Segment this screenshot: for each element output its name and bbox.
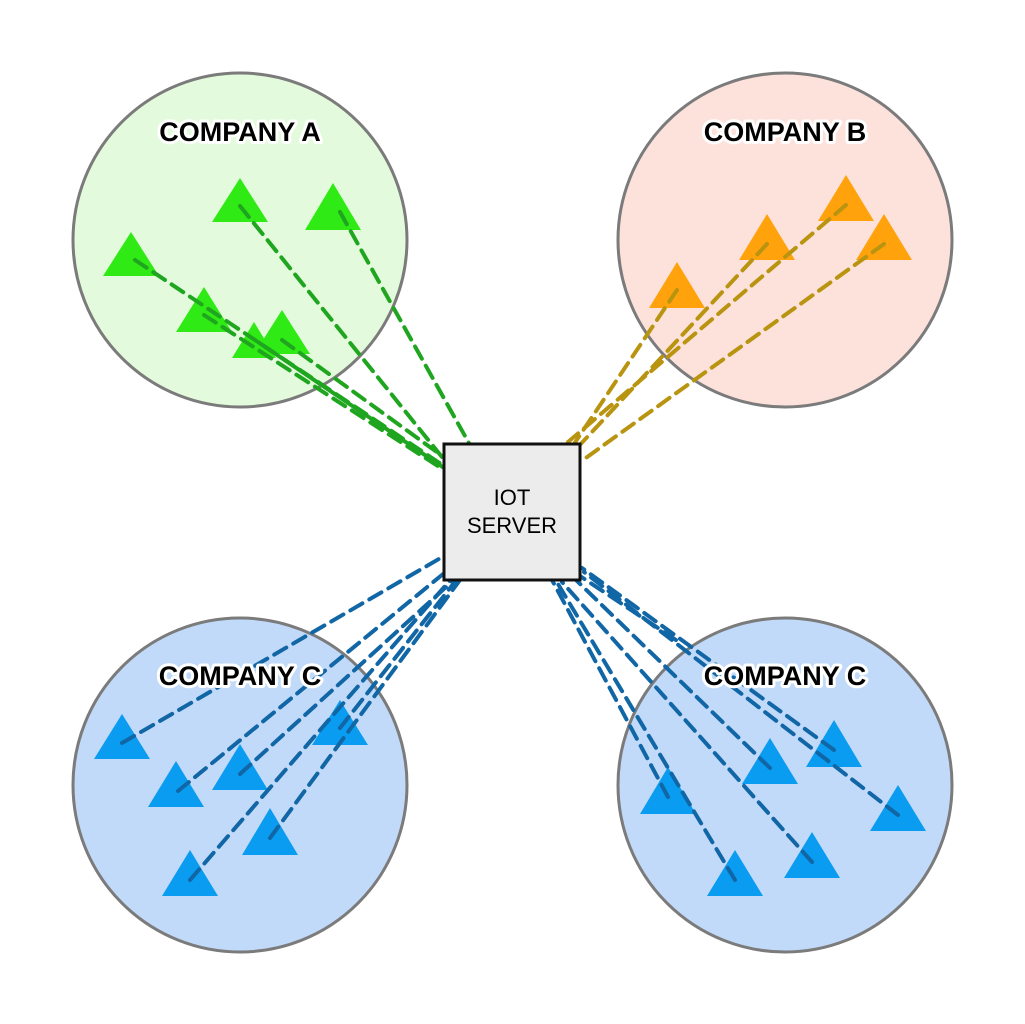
company-c-right-label: COMPANY C — [704, 661, 867, 691]
device-icon — [742, 738, 798, 784]
device-icon — [212, 744, 268, 790]
device-icon — [176, 287, 232, 332]
device-icon — [312, 700, 368, 745]
device-icon — [856, 214, 912, 260]
iot-server-box — [442, 442, 582, 582]
connection-line — [280, 338, 447, 460]
connection-line — [578, 574, 678, 642]
connection-line — [568, 288, 679, 452]
connection-line — [566, 203, 848, 444]
links-layer — [120, 203, 900, 882]
company-b-group — [616, 71, 954, 409]
connection-line — [575, 242, 769, 450]
server-label-line2: SERVER — [467, 513, 557, 538]
device-icon — [739, 214, 795, 260]
device-icon — [148, 761, 204, 807]
device-icon — [212, 178, 268, 222]
connection-line — [238, 204, 448, 464]
devices-layer — [94, 175, 926, 896]
connection-line — [338, 576, 460, 730]
device-icon — [784, 832, 840, 878]
connection-line — [256, 340, 446, 470]
device-icon — [870, 785, 926, 831]
connection-line — [560, 580, 814, 864]
connection-line — [574, 578, 772, 770]
company-b-circle — [616, 71, 954, 409]
connection-line — [550, 578, 670, 799]
connection-line — [556, 582, 737, 882]
device-icon — [305, 183, 361, 230]
device-icon — [707, 850, 763, 896]
connection-line — [580, 566, 836, 752]
device-icon — [640, 767, 696, 814]
connection-line — [202, 313, 446, 472]
connection-line — [268, 578, 462, 840]
device-icon — [162, 850, 218, 896]
company-c-left-label: COMPANY C — [159, 661, 322, 691]
company-a-group — [71, 71, 409, 409]
connection-line — [238, 576, 458, 776]
device-icon — [254, 310, 310, 354]
iot-server: IOT SERVER — [442, 442, 582, 582]
connection-line — [188, 576, 454, 882]
device-icon — [94, 714, 150, 759]
server-label-line1: IOT — [494, 485, 531, 510]
connection-line — [176, 568, 450, 793]
connection-line — [120, 554, 446, 745]
device-icon — [242, 808, 298, 855]
connection-line — [338, 210, 472, 447]
device-icon — [818, 175, 874, 221]
company-b-label: COMPANY B — [704, 117, 867, 147]
company-a-label: COMPANY A — [159, 117, 321, 147]
device-icon — [649, 262, 705, 308]
connection-line — [581, 242, 886, 462]
company-a-circle — [71, 71, 409, 409]
